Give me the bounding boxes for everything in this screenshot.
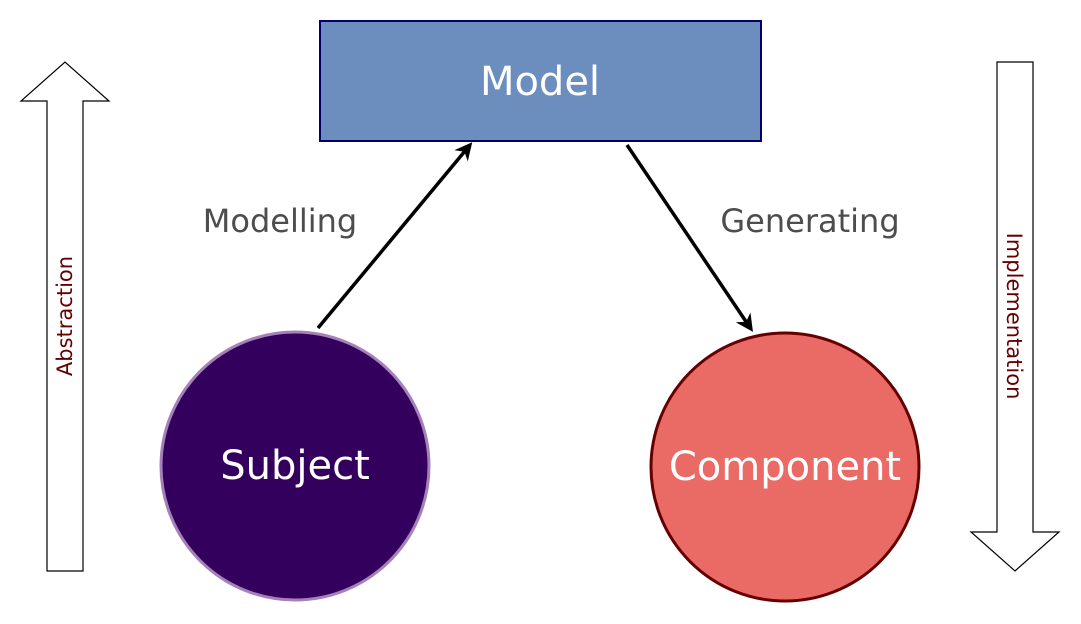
abstraction-arrow-shape xyxy=(19,61,111,572)
modelling-label: Modelling xyxy=(203,202,357,240)
model-box xyxy=(319,20,762,142)
model-node[interactable]: Model xyxy=(319,20,762,142)
component-node[interactable]: Component xyxy=(649,331,921,603)
implementation-arrow: Implementation xyxy=(969,61,1061,572)
model-label: Model xyxy=(480,59,600,105)
implementation-label: Implementation xyxy=(1002,233,1026,400)
component-label: Component xyxy=(669,444,901,490)
modelling-edge[interactable]: Modelling xyxy=(203,142,473,330)
abstraction-label: Abstraction xyxy=(53,256,77,376)
abstraction-arrow: Abstraction xyxy=(19,61,111,572)
modelling-connector xyxy=(316,142,473,330)
implementation-arrow-shape xyxy=(969,61,1061,572)
subject-node[interactable]: Subject xyxy=(159,330,431,602)
subject-label: Subject xyxy=(220,443,370,489)
generating-label: Generating xyxy=(720,202,899,240)
component-circle xyxy=(649,331,921,603)
generating-edge[interactable]: Generating xyxy=(625,144,900,332)
subject-circle xyxy=(159,330,431,602)
generating-connector xyxy=(625,144,753,332)
